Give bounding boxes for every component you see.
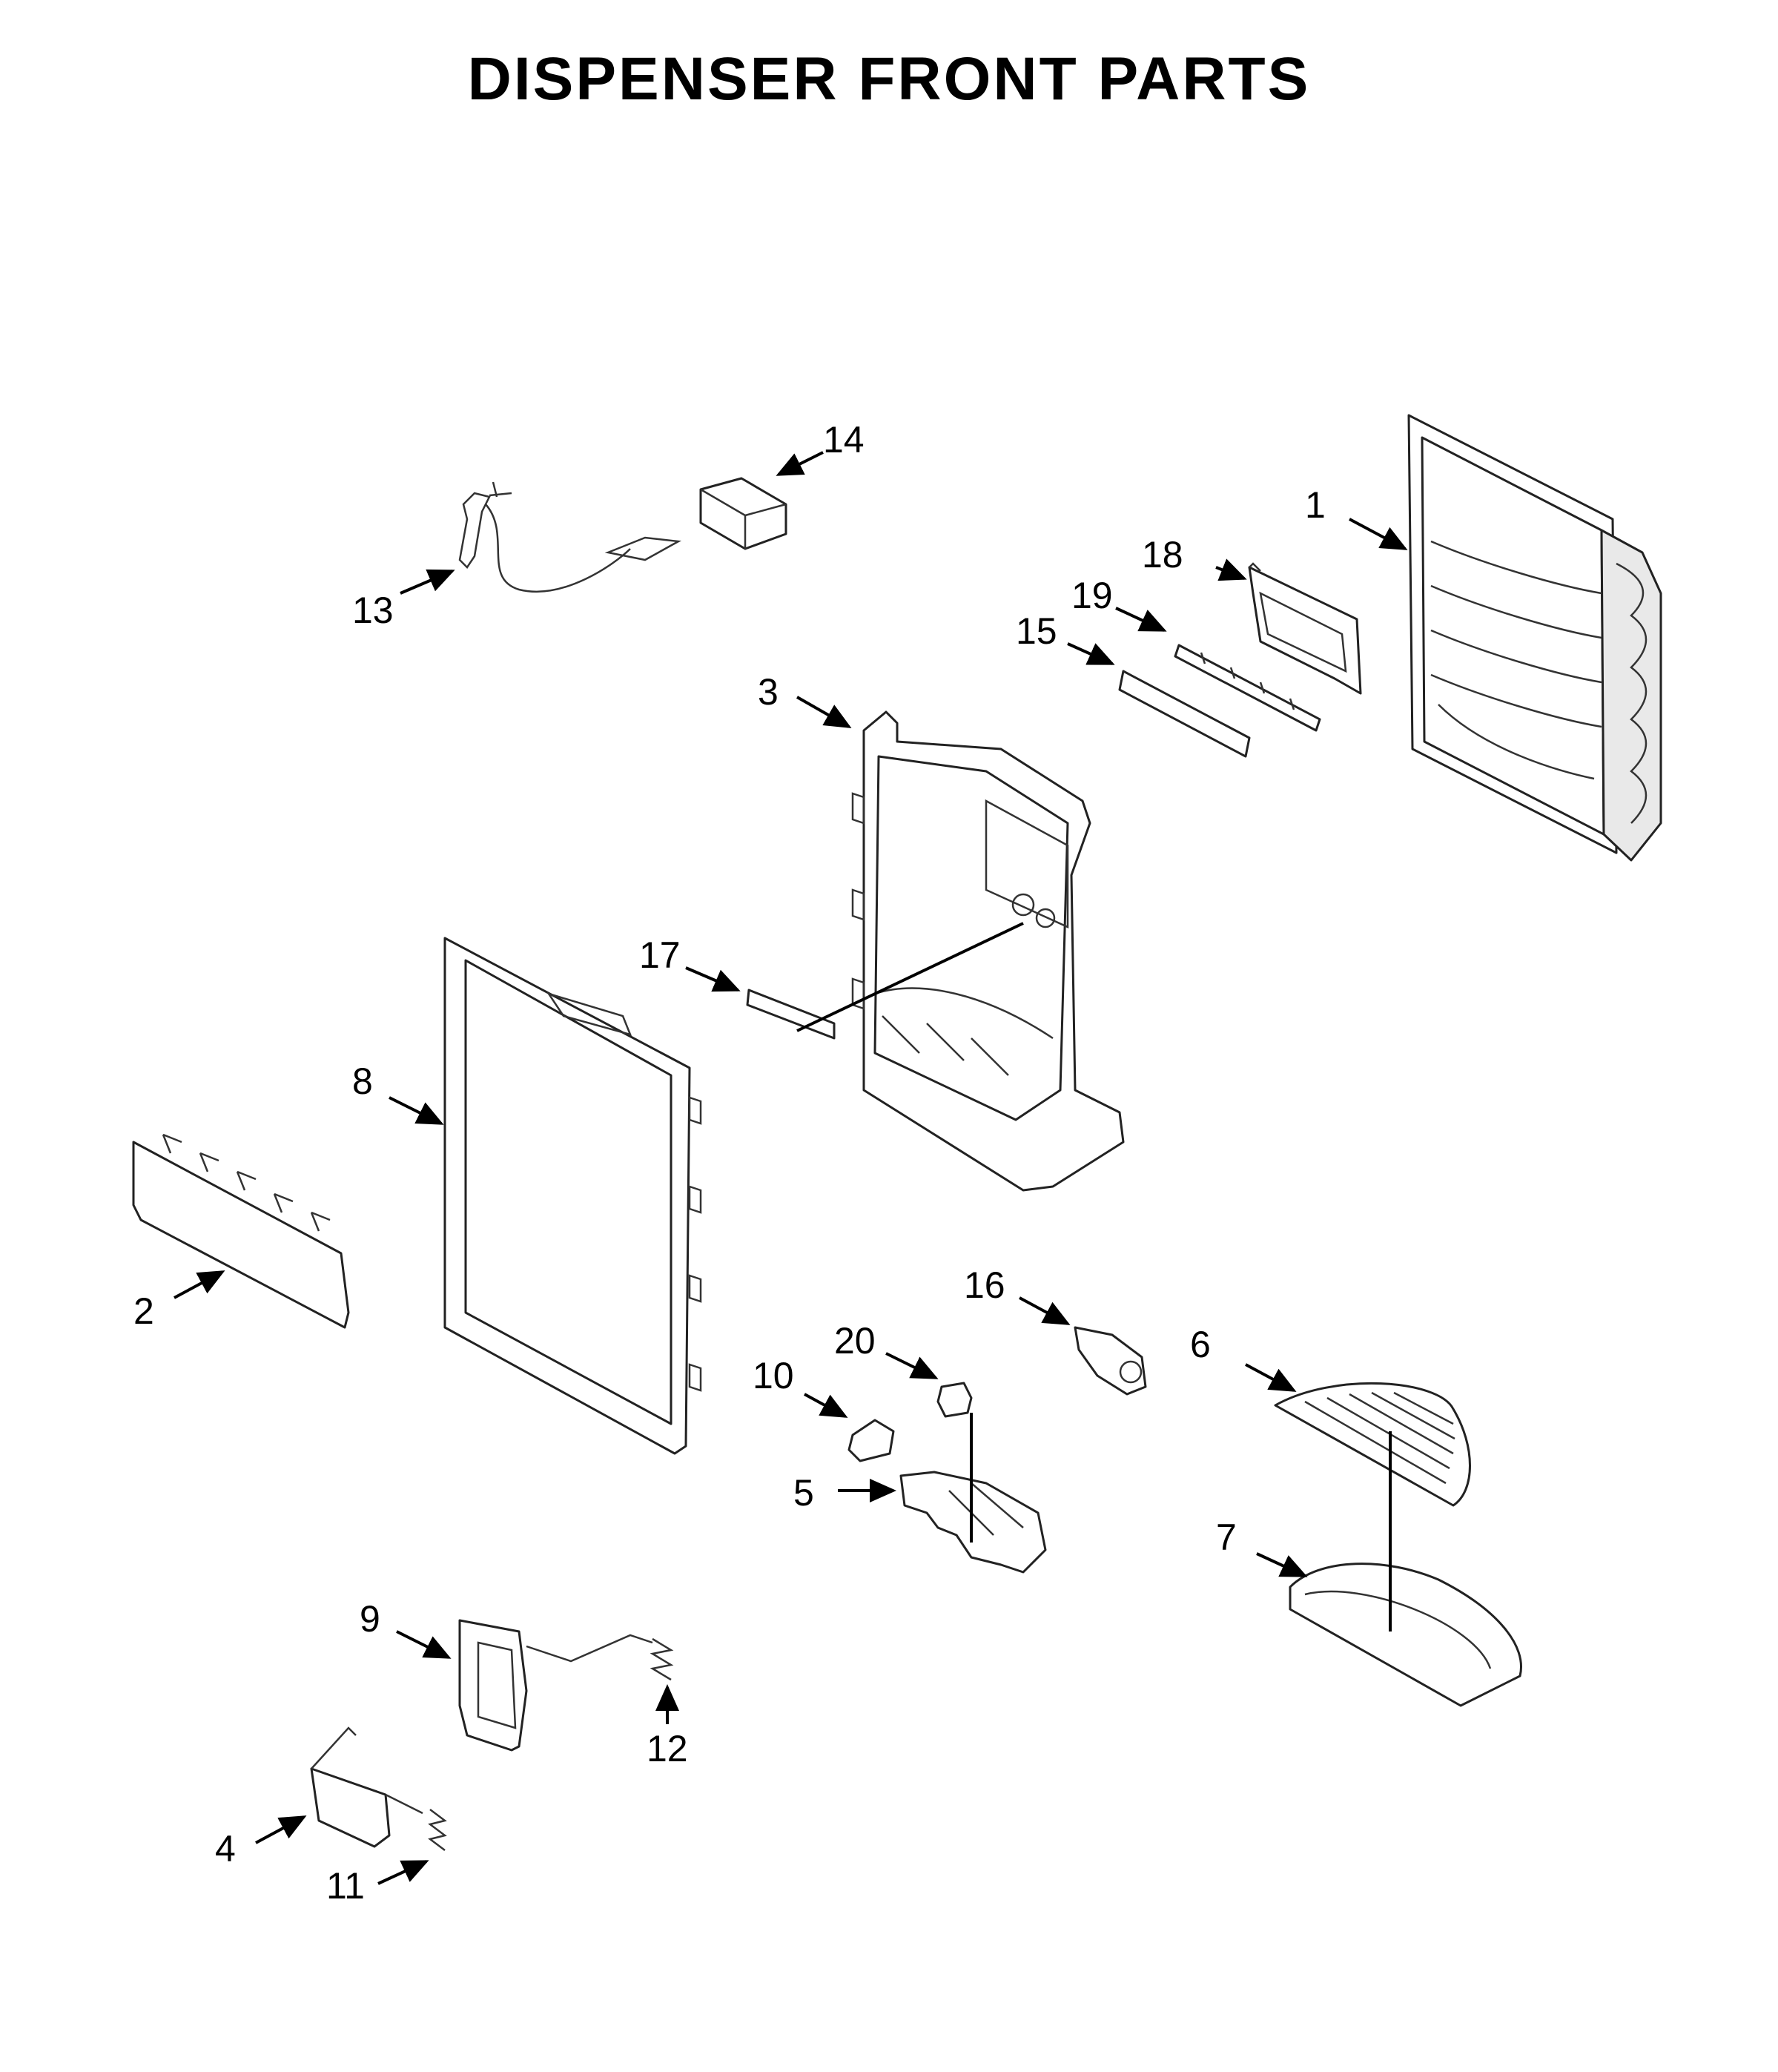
callout-15: 15: [1016, 610, 1057, 652]
callout-10: 10: [753, 1355, 794, 1396]
part-19-strip[interactable]: [1174, 644, 1321, 732]
callout-1: 1: [1305, 484, 1326, 526]
callout-9: 9: [360, 1598, 380, 1640]
callout-12: 12: [647, 1728, 688, 1769]
part-2-control-panel[interactable]: [132, 1133, 350, 1329]
part-1-dispenser-housing[interactable]: [1407, 414, 1662, 862]
callout-7: 7: [1216, 1517, 1237, 1558]
callout-16: 16: [964, 1264, 1005, 1306]
part-18-bracket[interactable]: [1248, 562, 1362, 695]
callout-4: 4: [215, 1828, 236, 1870]
callout-8: 8: [352, 1060, 373, 1102]
callout-5: 5: [793, 1472, 814, 1514]
callout-17: 17: [639, 934, 681, 976]
callout-19: 19: [1071, 575, 1113, 616]
part-9-ice-chute-door[interactable]: [458, 1619, 653, 1752]
part-20-clip[interactable]: [936, 1382, 973, 1418]
part-14-block[interactable]: [699, 477, 787, 550]
part-6-drip-grate[interactable]: [1274, 1382, 1471, 1507]
part-13-wire-harness[interactable]: [458, 481, 682, 593]
part-15-light-lens[interactable]: [1118, 670, 1251, 758]
callout-13: 13: [352, 590, 394, 631]
part-7-drip-tray[interactable]: [1289, 1563, 1522, 1707]
part-3-dispenser-frame[interactable]: [851, 710, 1125, 1192]
part-8-trim-frame[interactable]: [443, 937, 702, 1455]
callout-20: 20: [834, 1320, 876, 1362]
page-title: DISPENSER FRONT PARTS: [467, 45, 1311, 113]
part-16-actuator[interactable]: [1074, 1326, 1147, 1396]
part-5-actuator-housing[interactable]: [899, 1471, 1047, 1574]
callout-14: 14: [823, 419, 865, 461]
leader-arrows: [173, 451, 1408, 1885]
part-12-spring[interactable]: [650, 1637, 674, 1681]
part-4-dispenser-paddle[interactable]: [310, 1726, 423, 1848]
callout-3: 3: [758, 671, 779, 713]
part-11-spring[interactable]: [428, 1809, 447, 1851]
callout-11: 11: [326, 1865, 365, 1907]
part-17-strip[interactable]: [746, 989, 836, 1040]
callout-2: 2: [133, 1290, 154, 1332]
callout-18: 18: [1142, 534, 1183, 575]
part-17-assembly-line: [796, 922, 1024, 1032]
callout-6: 6: [1190, 1324, 1211, 1365]
part-10-switch[interactable]: [847, 1419, 895, 1462]
